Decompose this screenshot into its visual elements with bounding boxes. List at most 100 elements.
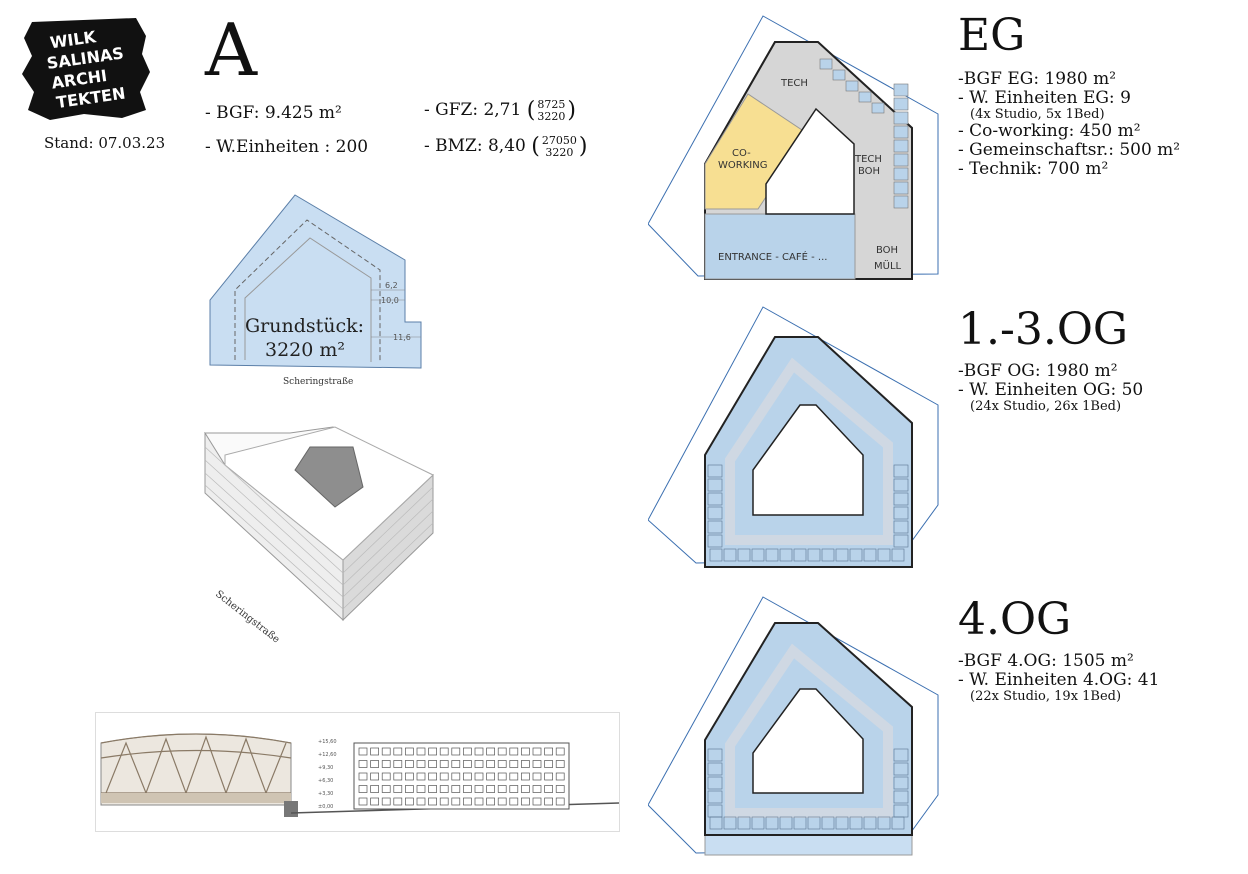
apartment-unit [877,816,891,830]
floor-plan-4og [648,595,948,865]
elevation-window [486,785,495,793]
apartment-unit [779,548,793,562]
stat-bgf: - BGF: 9.425 m² [205,103,342,123]
variant-letter: A [205,8,257,92]
floor-plan-eg: TECH CO- WORKING TECH BOH ENTRANCE - CAF… [648,14,948,284]
dim-2: 10,0 [381,296,399,305]
apartment-unit [707,762,723,776]
elevation-window [451,785,461,793]
apartment-unit [893,195,909,209]
courtyard-4og [752,688,864,794]
apartment-unit [893,181,909,195]
elevation-window [463,772,472,781]
site-label-1: Grundstück: [245,315,364,337]
apartment-unit [893,776,909,790]
apartment-unit [893,139,909,153]
elevation-window [521,760,530,768]
elevation-window [509,760,519,768]
apartment-unit [723,548,737,562]
room-tech-2: TECH [854,154,882,165]
elevation-window [439,785,449,793]
apartment-unit [707,776,723,790]
apartment-unit [819,58,833,70]
elevation-window [416,760,426,768]
elevation-window [521,797,530,806]
floor-eg-item-4: - Gemeinschaftsr.: 500 m² [958,140,1181,160]
apartment-unit [845,80,859,92]
elevation-window [428,797,437,806]
apartment-unit [707,790,723,804]
setback-line [244,237,372,362]
elevation-window [381,785,391,793]
apartment-unit [893,804,909,818]
apartment-unit [751,548,765,562]
elevation-window [370,760,379,768]
elevation-window [451,772,461,781]
apartment-unit [893,790,909,804]
logo-brush-mark: WILK SALINAS ARCHI TEKTEN [22,18,150,120]
elevation-window [555,785,565,793]
elevation-window [405,772,414,781]
apartment-unit [893,97,909,111]
entrance-zone [704,213,856,280]
apartment-unit [893,167,909,181]
elevation-window [451,747,461,756]
elevation-window [405,760,414,768]
level-3: +9,30 [318,765,333,771]
site-label-2: 3220 m² [265,339,345,361]
apartment-unit [707,534,723,548]
elevation-window [509,747,519,756]
elevation-window [509,797,519,806]
elevation-window [521,772,530,781]
apartment-unit [893,83,909,97]
elevation-window [393,797,403,806]
apartment-unit [849,548,863,562]
elevation-window [544,772,553,781]
elevation-window [532,785,542,793]
apartment-unit [807,816,821,830]
elevation-window [544,760,553,768]
elevation-window [555,747,565,756]
elevation-window [555,760,565,768]
apartment-unit [858,91,872,103]
site-plan: 6,2 10,0 11,6 Grundstück: 3220 m² Scheri… [195,190,425,400]
apartment-unit [707,478,723,492]
apartment-unit [707,520,723,534]
stat-units: - W.Einheiten : 200 [205,137,369,157]
elevation-window [486,747,495,756]
elevation-window [555,772,565,781]
elevation-window [474,785,484,793]
stat-gfz-den: 3220 [537,109,566,123]
elevation-window [393,760,403,768]
apartment-unit [893,464,909,478]
floor-info-eg: EG -BGF EG: 1980 m² - W. Einheiten EG: 9… [958,14,1180,179]
apartment-unit [707,506,723,520]
elevation-window [497,797,507,806]
elevation-window [497,785,507,793]
apartment-unit [891,548,905,562]
stat-bmz-den: 3220 [545,145,574,159]
axo-street: Scheringstraße [213,589,281,646]
floor-eg-note: (4x Studio, 5x 1Bed) [970,107,1105,122]
elevation-window [474,772,484,781]
elevation-window [381,760,391,768]
elevation-window [370,747,379,756]
elevation-window [393,785,403,793]
elevation-window [428,747,437,756]
elevation-window [474,747,484,756]
apartment-unit [723,816,737,830]
elevation-window [428,772,437,781]
apartment-unit [893,506,909,520]
elevation-window [381,772,391,781]
apartment-unit [709,548,723,562]
apartment-unit [765,816,779,830]
elevation-window [416,797,426,806]
elevation-window [521,785,530,793]
level-4: +6,30 [318,778,333,784]
elevation-window [439,797,449,806]
apartment-unit [877,548,891,562]
apartment-unit [737,816,751,830]
elevation-window [439,760,449,768]
elevation-window [486,772,495,781]
